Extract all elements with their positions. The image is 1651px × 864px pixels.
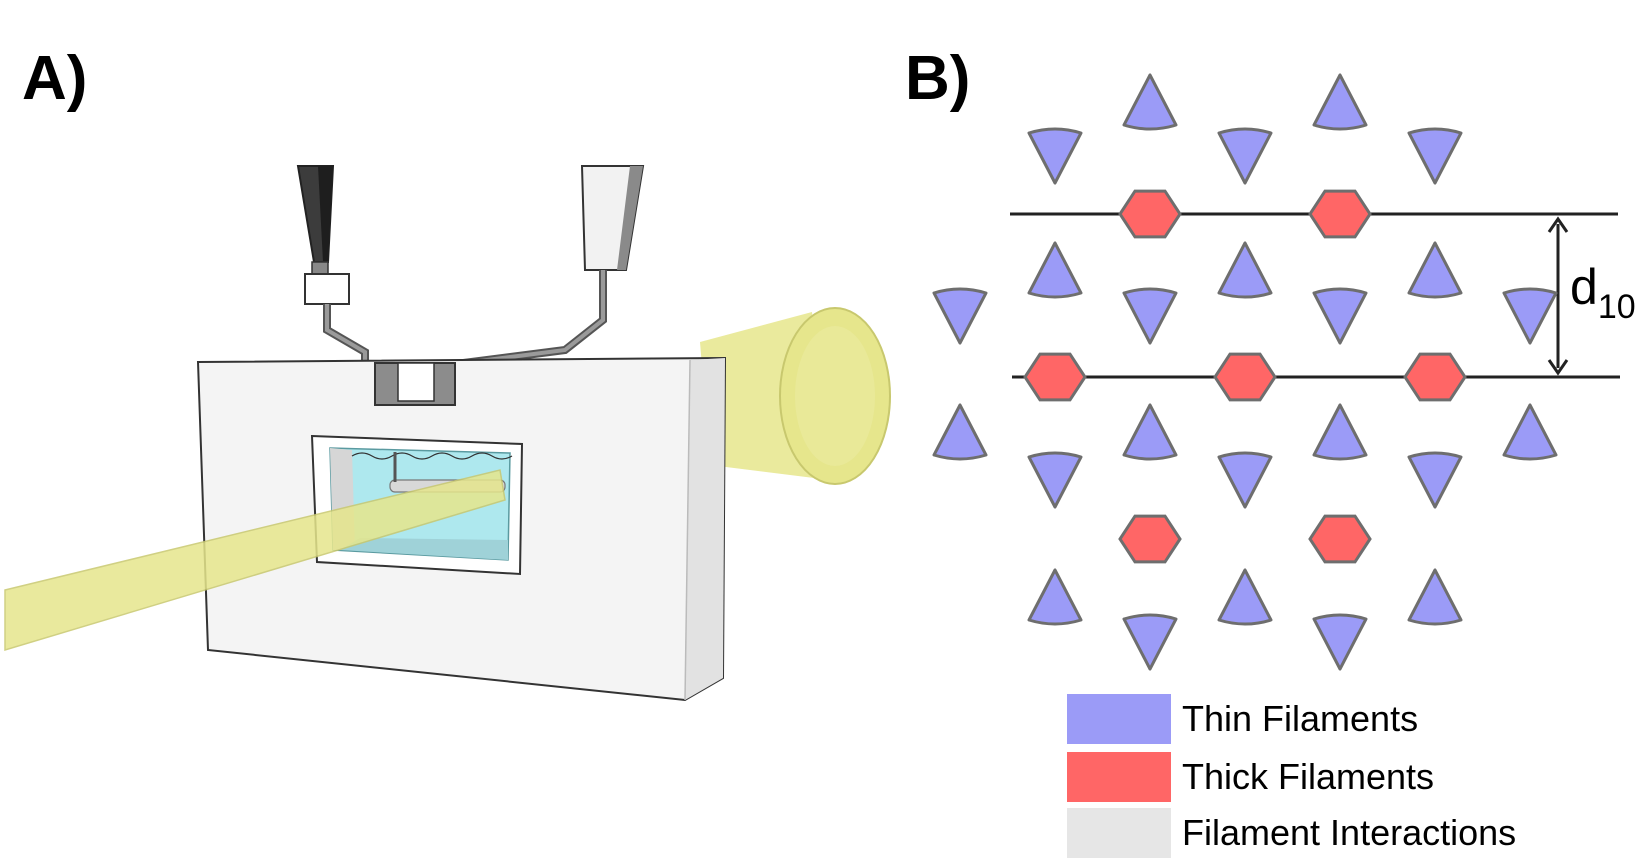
thick-filament [1118,189,1182,239]
thin-filaments [932,73,1558,671]
spacing-arrow-head-bottom [1547,359,1569,376]
spacing-arrow-head-top [1547,216,1569,233]
thin-filament [1027,568,1083,626]
thin-filament [1122,287,1178,345]
motor-arm-probe [447,165,645,369]
spacing-label-main: d [1570,259,1598,315]
xray-beam-incoming [4,469,506,652]
xray-beam-exit [700,307,891,485]
thin-filament [1407,127,1463,185]
thick-filament [1308,189,1372,239]
legend-label-interactions: Filament Interactions [1182,812,1517,853]
thin-filament [1217,127,1273,185]
thin-filament [1407,451,1463,509]
thick-filament [1118,514,1182,564]
panel-a-label: A) [22,44,88,113]
thick-filament [1308,514,1372,564]
legend-swatch-interactions [1067,808,1171,858]
thin-filament [1312,613,1368,671]
thin-filament [1312,73,1368,131]
thick-filaments [1023,189,1467,564]
panel-b-label: B) [905,44,971,113]
thin-filament [932,287,988,345]
thick-filament [1403,352,1467,402]
thick-filament [1023,352,1087,402]
thin-filament [1027,241,1083,299]
thin-filament [1312,403,1368,461]
thin-filament [1122,403,1178,461]
thin-filament [932,403,988,461]
thin-filament [1502,287,1558,345]
thick-filament [1213,352,1277,402]
thin-filament [1502,403,1558,461]
thin-filament [1217,568,1273,626]
thin-filament [1407,568,1463,626]
thin-filament [1217,241,1273,299]
thin-filament [1122,613,1178,671]
thin-filament [1027,127,1083,185]
thin-filament [1312,287,1368,345]
legend-label-thin: Thin Filaments [1182,698,1419,739]
thin-filament [1217,451,1273,509]
legend-swatch-thick [1067,752,1171,802]
legend-swatch-thin [1067,694,1171,744]
lattice-spacing-label: d10 [1570,262,1636,324]
thin-filament [1407,241,1463,299]
spacing-label-subscript: 10 [1597,288,1636,326]
legend-label-thick: Thick Filaments [1182,756,1435,797]
muscle-chamber [196,356,727,702]
thin-filament [1122,73,1178,131]
thin-filament [1027,451,1083,509]
